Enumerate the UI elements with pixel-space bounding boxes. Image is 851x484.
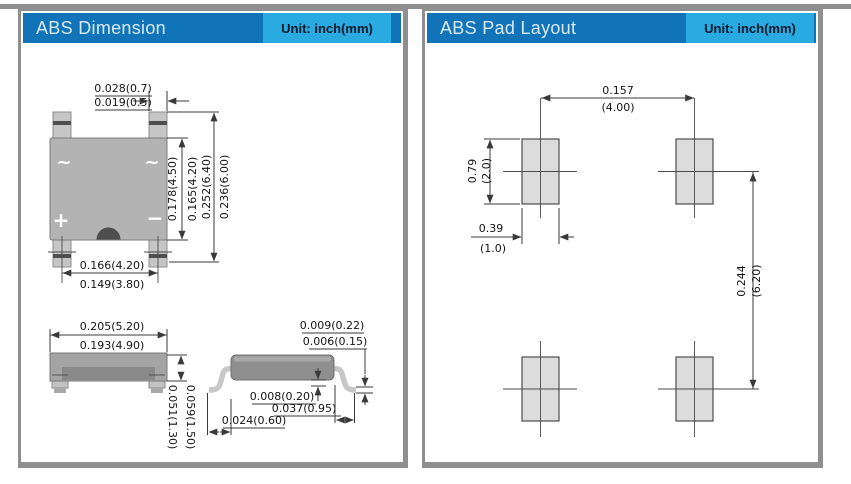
unit-badge: Unit: inch(mm) [263, 13, 391, 43]
dim-label: (4.00) [601, 101, 634, 114]
abs-dimension-panel: ABS Dimension Unit: inch(mm) ~ ~ + [18, 8, 408, 468]
plus-symbol: + [53, 208, 70, 232]
lead-top-right [148, 111, 168, 140]
dim-label: (6.20) [750, 264, 763, 297]
dim-pad-height: 0.79 (2.0) [466, 138, 520, 205]
dimension-drawing: ~ ~ + − 0.028(0.7) 0.019(0.5) [48, 82, 373, 450]
dim-foot-left: 0.024(0.60) [207, 393, 287, 436]
package-body [49, 137, 168, 241]
top-view: ~ ~ + − [48, 111, 172, 283]
lead-stripe [53, 121, 71, 125]
dim-label: 0.165(4.20) [186, 157, 199, 222]
side-body-top [234, 356, 331, 362]
unit-badge: Unit: inch(mm) [686, 13, 814, 43]
dim-label: 0.006(0.15) [303, 335, 368, 348]
pad-centerlines [503, 98, 759, 437]
front-foot-right [151, 388, 163, 393]
orientation-notch [96, 227, 121, 240]
pads [521, 138, 714, 422]
dim-lead-thickness: 0.009(0.22) 0.006(0.15) [300, 319, 373, 405]
panel-title: ABS Dimension [36, 17, 166, 38]
side-view: 0.009(0.22) 0.006(0.15) 0.008(0.20) [207, 319, 373, 436]
dim-label: 0.236(6.00) [218, 155, 231, 220]
dim-label: 0.157 [602, 84, 634, 97]
front-view: 0.205(5.20) 0.193(4.90) 0.051(1.30) 0.05… [49, 320, 197, 450]
dim-label: 0.205(5.20) [80, 320, 145, 333]
dim-lead-width: 0.028(0.7) 0.019(0.5) [94, 82, 189, 111]
ac-symbol-left: ~ [56, 152, 71, 173]
side-lead-right [332, 365, 357, 393]
lead-stripe [149, 121, 167, 125]
dim-label: 0.149(3.80) [80, 278, 145, 291]
front-body-band [62, 367, 155, 380]
ac-symbol-right: ~ [144, 152, 159, 173]
dim-overall-height: 0.252(6.40) 0.236(6.00) [167, 111, 231, 263]
dim-label: 0.051(1.30) [166, 385, 179, 450]
dim-label: (2.0) [480, 158, 493, 184]
dim-label: 0.178(4.50) [166, 157, 179, 222]
top-divider-band [0, 4, 851, 9]
front-foot-left [54, 388, 66, 393]
dim-label: 0.252(6.40) [200, 155, 213, 220]
dim-foot-right: 0.037(0.95) [272, 385, 355, 424]
dim-label: (1.0) [480, 242, 506, 255]
dim-label: 0.019(0.5) [94, 96, 152, 109]
dim-label: 0.024(0.60) [222, 414, 287, 427]
dim-pad-pitch-x: 0.157 (4.00) [541, 84, 694, 114]
dim-standoff: 0.008(0.20) [250, 368, 326, 405]
side-lead-left [208, 365, 233, 393]
dim-label: 0.166(4.20) [80, 259, 145, 272]
dim-pad-width: 0.39 (1.0) [471, 208, 574, 255]
dim-body-height: 0.178(4.50) 0.165(4.20) [166, 137, 199, 241]
abs-pad-layout-panel: ABS Pad Layout Unit: inch(mm) [422, 8, 823, 468]
dim-label: 0.028(0.7) [94, 82, 152, 95]
panel-title: ABS Pad Layout [440, 17, 577, 38]
dim-label: 0.008(0.20) [250, 390, 315, 403]
dim-label: 0.009(0.22) [300, 319, 365, 332]
dim-label: 0.037(0.95) [272, 402, 337, 415]
dim-label: 0.059(1.50) [184, 385, 197, 450]
dim-label: 0.193(4.90) [80, 339, 145, 352]
minus-symbol: − [147, 206, 164, 230]
dim-lead-pitch: 0.166(4.20) 0.149(3.80) [62, 259, 158, 291]
dim-label: 0.79 [466, 159, 479, 184]
lead-top-left [52, 111, 72, 140]
dim-label: 0.39 [479, 222, 504, 235]
dim-pad-pitch-y: 0.244 (6.20) [735, 172, 763, 389]
pad-layout-drawing: 0.157 (4.00) 0.79 (2.0) 0.39 (1.0) [466, 84, 763, 437]
dim-label: 0.244 [735, 265, 748, 297]
